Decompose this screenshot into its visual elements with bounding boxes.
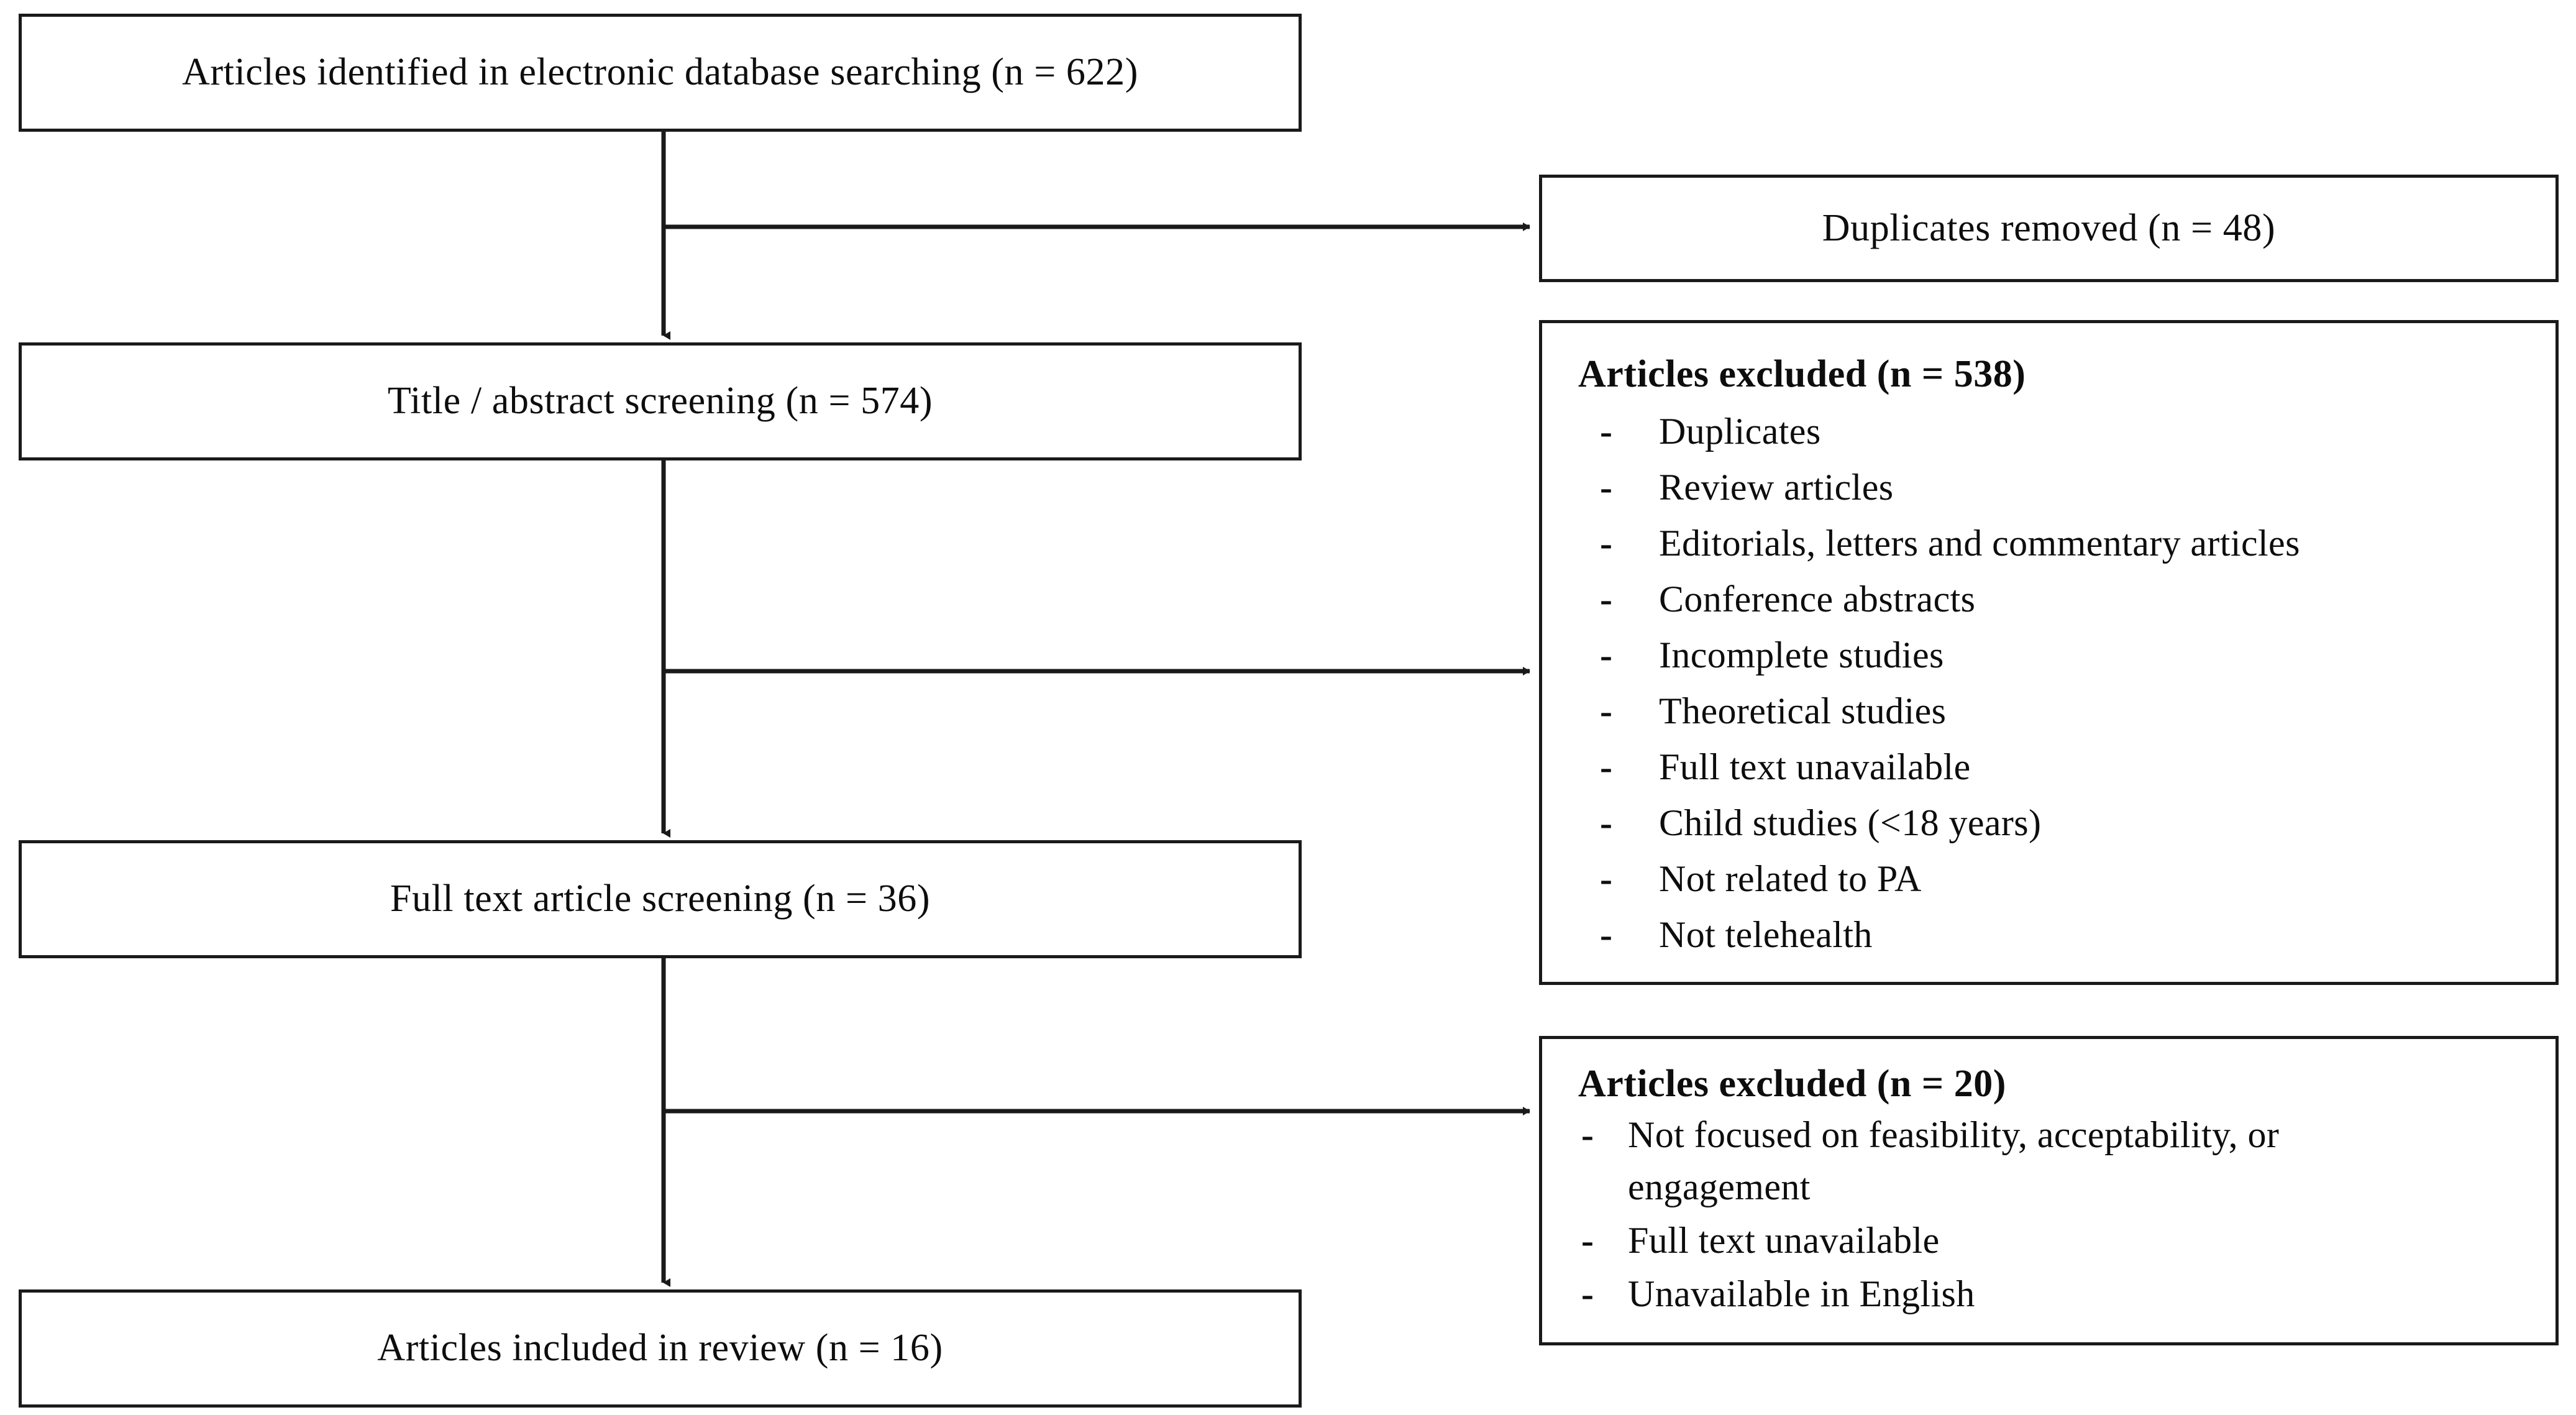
dash-bullet-icon: -: [1600, 579, 1613, 620]
dash-bullet-icon: -: [1600, 914, 1613, 956]
dash-bullet-icon: -: [1600, 746, 1613, 788]
dash-bullet-icon: -: [1600, 690, 1613, 732]
list-item: - Not focused on feasibility, acceptabil…: [1578, 1109, 2537, 1213]
list-item-label: Full text unavailable: [1659, 746, 1971, 788]
dash-bullet-icon: -: [1600, 467, 1613, 508]
list-item: - Unavailable in English: [1578, 1268, 2537, 1320]
dash-bullet-icon: -: [1581, 1220, 1594, 1262]
list-item-label: Full text unavailable: [1628, 1220, 1940, 1262]
node-articles-included: Articles included in review (n = 16): [19, 1289, 1302, 1408]
list-item-label: Duplicates: [1659, 411, 1821, 452]
dash-bullet-icon: -: [1600, 411, 1613, 452]
list-item: - Duplicates: [1578, 405, 2537, 457]
node-duplicates-removed-label: Duplicates removed (n = 48): [1822, 206, 2276, 249]
list-item-label: Unavailable in English: [1628, 1273, 1975, 1315]
node-full-text-screening-label: Full text article screening (n = 36): [390, 877, 931, 920]
excluded-screening-reason-list: - Duplicates - Review articles - Editori…: [1578, 405, 2537, 964]
list-item-label: Conference abstracts: [1659, 579, 1976, 620]
excluded-fulltext-reason-list: - Not focused on feasibility, acceptabil…: [1578, 1109, 2537, 1321]
list-item: - Theoretical studies: [1578, 685, 2537, 737]
excluded-screening-heading: Articles excluded (n = 538): [1578, 353, 2026, 395]
list-item: - Incomplete studies: [1578, 629, 2537, 681]
list-item: - Full text unavailable: [1578, 1214, 2537, 1266]
list-item-label: Incomplete studies: [1659, 634, 1944, 676]
list-item: - Child studies (<18 years): [1578, 797, 2537, 849]
list-item-label: Not telehealth: [1659, 914, 1873, 956]
list-item: - Review articles: [1578, 461, 2537, 513]
dash-bullet-icon: -: [1581, 1114, 1594, 1156]
node-articles-included-label: Articles included in review (n = 16): [377, 1327, 943, 1370]
node-articles-excluded-fulltext: Articles excluded (n = 20) - Not focused…: [1539, 1036, 2559, 1345]
node-title-abstract-screening-label: Title / abstract screening (n = 574): [387, 380, 933, 423]
dash-bullet-icon: -: [1600, 634, 1613, 676]
list-item-label: Not related to PA: [1659, 858, 1922, 900]
node-articles-identified: Articles identified in electronic databa…: [19, 14, 1302, 132]
dash-bullet-icon: -: [1581, 1273, 1594, 1315]
node-title-abstract-screening: Title / abstract screening (n = 574): [19, 342, 1302, 460]
list-item-label: Child studies (<18 years): [1659, 802, 2042, 844]
dash-bullet-icon: -: [1600, 802, 1613, 844]
list-item: - Conference abstracts: [1578, 573, 2537, 625]
list-item: - Editorials, letters and commentary art…: [1578, 517, 2537, 569]
node-full-text-screening: Full text article screening (n = 36): [19, 840, 1302, 958]
list-item-label: Review articles: [1659, 467, 1894, 508]
list-item: - Not related to PA: [1578, 853, 2537, 905]
list-item-label: Theoretical studies: [1659, 690, 1947, 732]
list-item-label: Editorials, letters and commentary artic…: [1659, 523, 2300, 564]
node-duplicates-removed: Duplicates removed (n = 48): [1539, 175, 2559, 282]
dash-bullet-icon: -: [1600, 523, 1613, 564]
list-item: - Full text unavailable: [1578, 741, 2537, 793]
list-item: - Not telehealth: [1578, 909, 2537, 961]
excluded-fulltext-heading: Articles excluded (n = 20): [1578, 1063, 2006, 1105]
node-articles-excluded-screening: Articles excluded (n = 538) - Duplicates…: [1539, 320, 2559, 985]
list-item-label: Not focused on feasibility, acceptabilit…: [1628, 1114, 2280, 1208]
dash-bullet-icon: -: [1600, 858, 1613, 900]
node-articles-identified-label: Articles identified in electronic databa…: [182, 51, 1138, 94]
